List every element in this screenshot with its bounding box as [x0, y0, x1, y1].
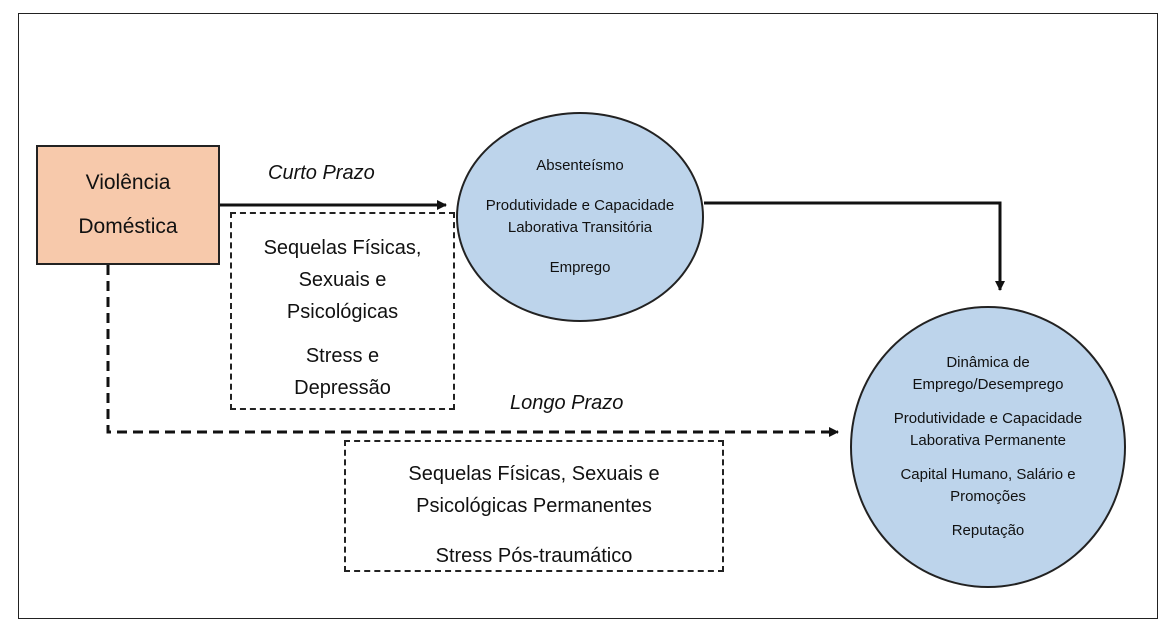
long-outcome-1: Dinâmica de	[946, 354, 1030, 371]
long-consequence-1: Sequelas Físicas, Sexuais e	[408, 463, 660, 485]
long-outcome-7: Reputação	[951, 522, 1025, 539]
long-outcome-4: Laborativa Permanente	[910, 432, 1066, 449]
source-line-1: Violência	[85, 171, 171, 194]
long-consequence-3: Stress Pós-traumático	[435, 545, 633, 567]
long-term-consequences-box: Sequelas Físicas, Sexuais e Psicológicas…	[344, 440, 724, 572]
short-consequence-2: Sexuais e	[298, 269, 387, 291]
diagram-frame	[18, 13, 1158, 619]
arrow-long-term	[106, 265, 839, 437]
short-outcome-1: Absenteísmo	[536, 157, 624, 174]
long-outcome-6: Promoções	[950, 488, 1026, 505]
long-outcome-3: Produtividade e Capacidade	[893, 410, 1083, 427]
short-consequence-3: Psicológicas	[286, 301, 399, 323]
short-consequence-1: Sequelas Físicas,	[263, 237, 422, 259]
short-consequence-4: Stress e	[305, 345, 380, 367]
label-long-term: Longo Prazo	[510, 392, 624, 414]
short-term-outcomes-circle: Absenteísmo Produtividade e Capacidade L…	[456, 112, 704, 322]
short-outcome-2: Produtividade e Capacidade	[485, 197, 675, 214]
long-term-outcomes-circle: Dinâmica de Emprego/Desemprego Produtivi…	[850, 306, 1126, 588]
long-consequence-2: Psicológicas Permanentes	[416, 495, 652, 517]
arrow-short-to-long	[704, 201, 1005, 291]
short-term-consequences-box: Sequelas Físicas, Sexuais e Psicológicas…	[230, 212, 455, 410]
short-outcome-4: Emprego	[549, 259, 611, 276]
source-box-domestic-violence: Violência Doméstica	[36, 145, 220, 265]
label-short-term: Curto Prazo	[268, 162, 375, 184]
long-outcome-2: Emprego/Desemprego	[912, 376, 1064, 393]
source-line-2: Doméstica	[78, 215, 178, 238]
long-outcome-5: Capital Humano, Salário e	[900, 466, 1076, 483]
short-outcome-3: Laborativa Transitória	[507, 219, 653, 236]
short-consequence-5: Depressão	[294, 377, 391, 399]
